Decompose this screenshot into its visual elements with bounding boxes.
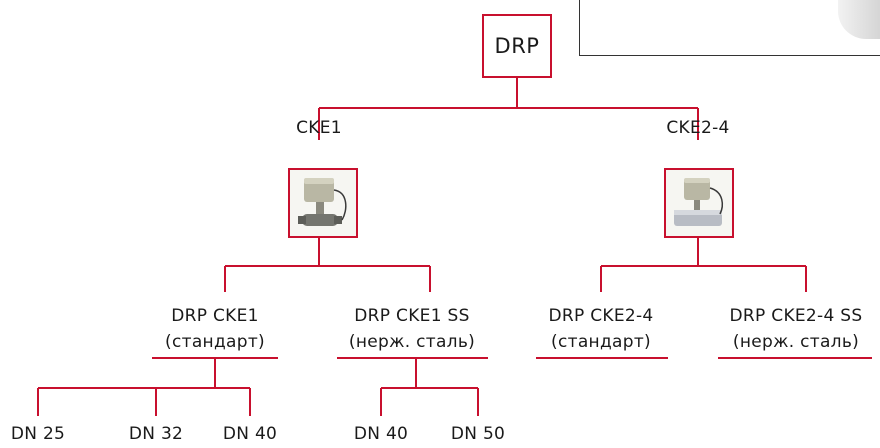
valve-actuator-icon bbox=[290, 170, 356, 236]
variant-3-sub: (стандарт) bbox=[551, 332, 651, 352]
size-leaf-2: DN 32 bbox=[128, 424, 184, 444]
valve-actuator-icon bbox=[666, 170, 732, 236]
branch-title-cke24: CKE2-4 bbox=[666, 118, 730, 138]
variant-2-sub: (нерж. сталь) bbox=[348, 332, 476, 352]
product-photo-inset bbox=[579, 0, 880, 56]
variant-3-name: DRP CKE2-4 bbox=[548, 306, 654, 326]
cke1-product-photo bbox=[288, 168, 358, 238]
root-node: DRP bbox=[482, 14, 552, 78]
size-leaf-4: DN 40 bbox=[353, 424, 409, 444]
variant-1-sub: (стандарт) bbox=[165, 332, 265, 352]
size-leaf-5: DN 50 bbox=[450, 424, 506, 444]
cke24-product-photo bbox=[664, 168, 734, 238]
root-label: DRP bbox=[494, 34, 540, 58]
branch-title-cke1: CKE1 bbox=[296, 118, 342, 138]
size-leaf-1: DN 25 bbox=[10, 424, 66, 444]
variant-4-sub: (нерж. сталь) bbox=[732, 332, 860, 352]
variant-1-name: DRP CKE1 bbox=[171, 306, 259, 326]
size-leaf-3: DN 40 bbox=[222, 424, 278, 444]
variant-2-name: DRP CKE1 SS bbox=[354, 306, 470, 326]
variant-4-name: DRP CKE2-4 SS bbox=[729, 306, 863, 326]
